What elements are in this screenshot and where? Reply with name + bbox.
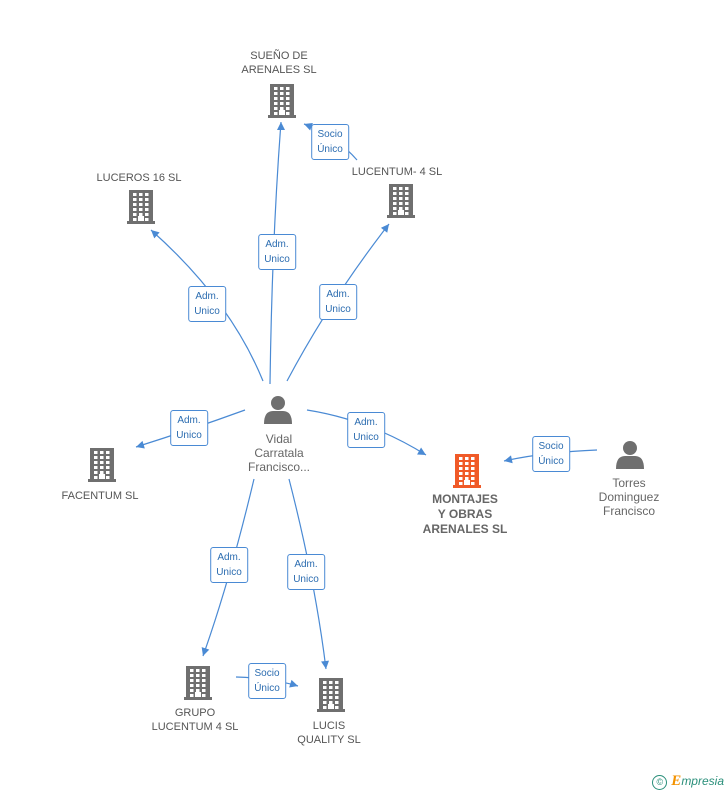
edge-label-line: Unico [176, 430, 202, 441]
node-label-line: LUCEROS 16 SL [96, 172, 182, 184]
edge-label-line: Unico [325, 304, 351, 315]
node-label-line: FACENTUM SL [61, 490, 139, 502]
node-label-sueno[interactable]: SUEÑO DE ARENALES SL [241, 49, 316, 77]
edge-label[interactable]: Adm. Unico [188, 286, 226, 322]
edge-arrowhead [321, 660, 329, 669]
building-icon[interactable] [88, 448, 116, 482]
edge-label-line: Socio [538, 441, 564, 452]
edge-label[interactable]: Adm. Unico [287, 554, 325, 590]
edge-arrowhead [201, 647, 210, 656]
copyright-icon: © [652, 775, 668, 790]
edge-label-line: Unico [216, 567, 242, 578]
edge-arrowhead [136, 440, 145, 449]
edge-label-line: Adm. [354, 417, 378, 428]
building-icon[interactable] [127, 190, 155, 224]
edge-label[interactable]: Adm. Unico [319, 284, 357, 320]
node-label-line: MONTAJES [432, 492, 498, 506]
edge-label[interactable]: Adm. Unico [258, 234, 296, 270]
edge-arrowhead [380, 224, 389, 233]
node-label-line: ARENALES SL [241, 64, 317, 76]
edge-arrowhead [417, 447, 426, 455]
edge-arrowhead [277, 122, 285, 130]
building-icon[interactable] [184, 666, 212, 700]
edge-label-line: Único [254, 683, 280, 694]
edge-label-line: Socio [254, 668, 280, 679]
node-label-line: QUALITY SL [297, 734, 361, 746]
edge-label-line: Unico [194, 306, 220, 317]
node-label-line: Y OBRAS [437, 507, 493, 521]
node-label-line: Dominguez [598, 490, 660, 504]
building-icon[interactable] [387, 184, 415, 218]
edge-label-line: Unico [353, 432, 379, 443]
edge-label[interactable]: Adm. Unico [347, 412, 385, 448]
edge-label[interactable]: Adm. Unico [210, 547, 248, 583]
node-label-line: LUCENTUM 4 SL [151, 721, 239, 733]
edge-label-line: Adm. [294, 559, 318, 570]
node-label-line: Vidal [265, 432, 293, 446]
brand-logo: ©Empresia [652, 773, 724, 790]
node-label-line: ARENALES SL [422, 522, 508, 536]
edge-arrowhead [504, 455, 513, 464]
edge-label[interactable]: Adm. Unico [170, 410, 208, 446]
node-label-line: Torres [612, 476, 646, 490]
edge-label-line: Adm. [217, 552, 241, 563]
node-label-line: Francisco [602, 504, 656, 518]
person-icon[interactable] [264, 396, 292, 424]
node-label-line: GRUPO [174, 707, 216, 719]
node-label-line: Carratala [254, 446, 304, 460]
node-label-lucentum4[interactable]: LUCENTUM- 4 SL [352, 165, 442, 179]
node-label-grupo[interactable]: GRUPO LUCENTUM 4 SL [152, 706, 239, 734]
node-label-facentum[interactable]: FACENTUM SL [61, 489, 138, 503]
edge-arrowhead [304, 122, 313, 131]
node-label-line: SUEÑO DE [250, 50, 308, 62]
edge-label-line: Unico [264, 254, 290, 265]
edge-label-line: Adm. [177, 415, 201, 426]
node-label-line: LUCENTUM- 4 SL [351, 166, 443, 178]
node-label-line: LUCIS [312, 720, 346, 732]
edge-label-line: Único [317, 144, 343, 155]
node-label-luceros[interactable]: LUCEROS 16 SL [97, 171, 182, 185]
node-label-lucis[interactable]: LUCIS QUALITY SL [297, 719, 360, 747]
edge-label-line: Adm. [326, 289, 350, 300]
edge-label-line: Socio [317, 129, 343, 140]
edge-label-line: Único [538, 456, 564, 467]
node-label-line: Francisco... [247, 460, 311, 474]
building-icon[interactable] [317, 678, 345, 712]
edge-label-line: Adm. [265, 239, 289, 250]
person-icon[interactable] [616, 441, 644, 469]
building-icon[interactable] [453, 454, 481, 488]
edge-arrowhead [289, 679, 298, 688]
edge-arrowhead [151, 230, 160, 239]
edge-label-line: Unico [293, 574, 319, 585]
edge-label-line: Adm. [195, 291, 219, 302]
building-icon[interactable] [268, 84, 296, 118]
